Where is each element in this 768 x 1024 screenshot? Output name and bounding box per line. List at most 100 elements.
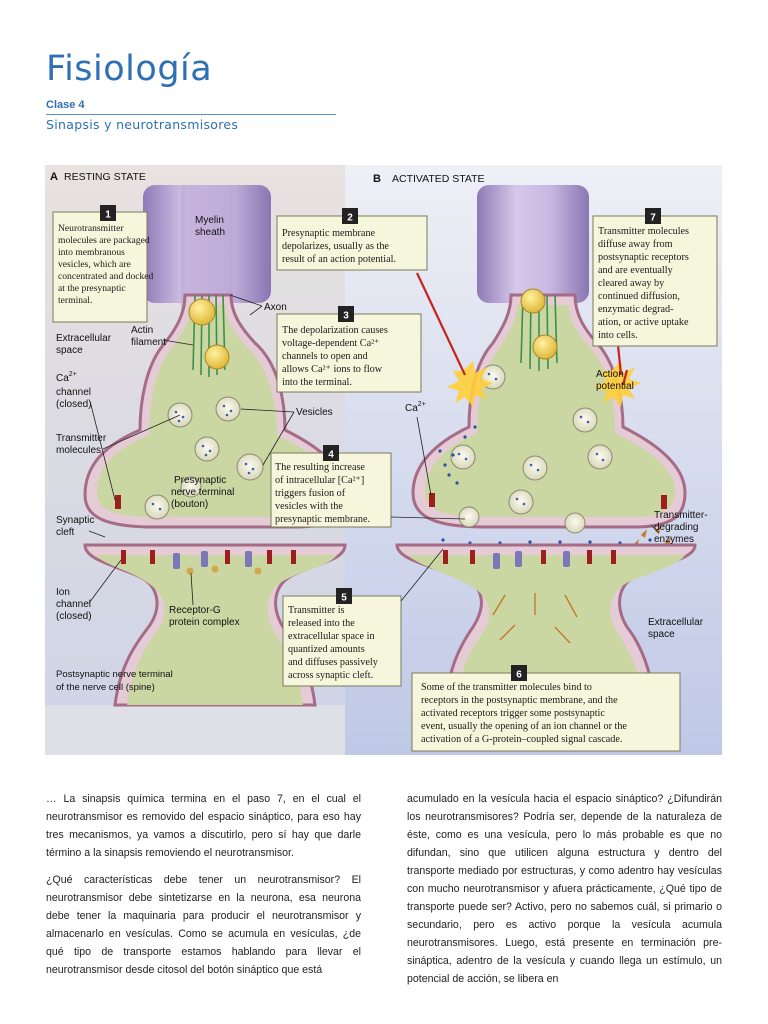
callout-1-line: concentrated and docked: [58, 271, 154, 282]
label-degrading: degrading: [654, 522, 698, 533]
callout-5-line: and diffuses passively: [288, 657, 379, 668]
callout-4: 4 The resulting increase of intracellula…: [270, 445, 466, 528]
label-actin: Actin: [131, 325, 153, 336]
label-space-a: space: [56, 345, 83, 356]
synapse-diagram: A RESTING STATE B ACTIVATED STATE: [45, 165, 722, 755]
callout-3: 3 The depolarization causes voltage-depe…: [276, 306, 422, 393]
callout-1-number: 1: [105, 210, 111, 221]
panel-b-letter: B: [373, 173, 381, 185]
label-synaptic: Synaptic: [56, 515, 94, 526]
page-subtitle: Sinapsis y neurotransmisores: [46, 117, 239, 132]
callout-3-line: voltage-dependent Ca²⁺: [282, 338, 380, 349]
label-presynaptic: Presynaptic: [174, 475, 226, 486]
page-title: Fisiología: [46, 49, 213, 89]
label-filament: filament: [131, 337, 166, 348]
callout-7-line: continued diffusion,: [598, 291, 680, 302]
label-postsynaptic-terminal: Postsynaptic nerve terminal: [56, 669, 173, 680]
callout-7-line: Transmitter molecules: [598, 226, 689, 237]
body-paragraph: acumulado en la vesícula hacia el espaci…: [407, 793, 722, 985]
callout-5-line: Transmitter is: [288, 605, 345, 616]
panel-a-letter: A: [50, 171, 58, 183]
callout-6-line: Some of the transmitter molecules bind t…: [421, 682, 592, 693]
label-cleft: cleft: [56, 527, 75, 538]
label-molecules: molecules: [56, 445, 101, 456]
callout-6-line: receptors in the postsynaptic membrane, …: [421, 695, 618, 706]
callout-6: 6 Some of the transmitter molecules bind…: [411, 665, 681, 752]
action-potential-flash-right: [595, 361, 641, 407]
synapse-figure: A RESTING STATE B ACTIVATED STATE: [45, 165, 722, 755]
panel-b-title: ACTIVATED STATE: [392, 173, 485, 185]
body-paragraph: … La sinapsis química termina en el paso…: [46, 793, 361, 859]
callout-3-line: The depolarization causes: [282, 325, 388, 336]
header-divider: [46, 114, 336, 115]
label-ca-channel-2: channel: [56, 387, 91, 398]
callout-4-line: triggers fusion of: [275, 488, 346, 499]
label-ion-closed: (closed): [56, 611, 92, 622]
callout-5-line: extracellular space in: [288, 631, 375, 642]
callout-5-line: quantized amounts: [288, 644, 365, 655]
label-receptor-g: Receptor-G: [169, 605, 221, 616]
label-ion: Ion: [56, 587, 70, 598]
body-paragraph: ¿Qué características debe tener un neuro…: [46, 874, 361, 976]
body-right-column: acumulado en la vesícula hacia el espaci…: [407, 790, 722, 997]
callout-7-line: and are eventually: [598, 265, 674, 276]
callout-1-line: vesicles, which are: [58, 259, 131, 270]
label-protein-complex: protein complex: [169, 617, 240, 628]
label-enzymes: enzymes: [654, 534, 694, 545]
callout-2-number: 2: [347, 213, 353, 224]
label-extracellular-a: Extracellular: [56, 333, 112, 344]
callout-1-line: into membranous: [58, 247, 125, 258]
callout-4-line: presynaptic membrane.: [275, 514, 370, 525]
action-potential-flash-left: [447, 361, 493, 407]
callout-7-line: diffuse away from: [598, 239, 673, 250]
callout-1-line: Neurotransmitter: [58, 223, 124, 234]
callout-2-line: depolarizes, usually as the: [282, 241, 389, 252]
page-header: Fisiología Clase 4 Sinapsis y neurotrans…: [46, 52, 336, 132]
callout-7-number: 7: [650, 213, 656, 224]
label-ion-channel: channel: [56, 599, 91, 610]
callout-6-number: 6: [516, 670, 522, 681]
label-nerve-terminal: nerve terminal: [171, 487, 234, 498]
label-transmitter-degrading: Transmitter-: [654, 510, 708, 521]
label-bouton: (bouton): [171, 499, 208, 510]
callout-3-line: allows Ca²⁺ ions to flow: [282, 364, 383, 375]
myelin-sheath-b: [477, 185, 589, 303]
callout-1: 1 Neurotransmitter molecules are package…: [52, 205, 154, 323]
callout-7-line: postsynaptic receptors: [598, 252, 689, 263]
label-ca-channel: Ca2+: [56, 371, 77, 384]
callout-5-number: 5: [341, 593, 347, 604]
label-sheath: sheath: [195, 227, 225, 238]
label-potential: potential: [596, 381, 634, 392]
label-space-b: space: [648, 629, 675, 640]
callout-3-number: 3: [343, 311, 349, 322]
callout-6-line: event, usually the opening of an ion cha…: [421, 721, 627, 732]
callout-1-line: molecules are packaged: [58, 235, 150, 246]
callout-1-line: at the presynaptic: [58, 283, 126, 294]
callout-3-line: channels to open and: [282, 351, 368, 362]
callout-7-line: ation, or active uptake: [598, 317, 689, 328]
label-transmitter: Transmitter: [56, 433, 107, 444]
callout-4-line: vesicles with the: [275, 501, 343, 512]
callout-1-line: terminal.: [58, 295, 92, 306]
label-vesicles: Vesicles: [296, 407, 333, 418]
panel-b-synapse: [395, 185, 697, 707]
label-ca-b: Ca2+: [405, 401, 426, 414]
label-extracellular-b: Extracellular: [648, 617, 704, 628]
callout-7-line: enzymatic degrad-: [598, 304, 674, 315]
callout-2-line: result of an action potential.: [282, 254, 396, 265]
label-axon: Axon: [264, 302, 287, 313]
body-left-column: … La sinapsis química termina en el paso…: [46, 790, 361, 988]
panel-a-title: RESTING STATE: [64, 171, 146, 183]
label-myelin: Myelin: [195, 215, 224, 226]
callout-7-line: into cells.: [598, 330, 638, 341]
label-action: Action: [596, 369, 624, 380]
callout-2: 2 Presynaptic membrane depolarizes, usua…: [276, 208, 428, 271]
callout-7-line: cleared away by: [598, 278, 665, 289]
callout-2-line: Presynaptic membrane: [282, 228, 376, 239]
callout-5-line: released into the: [288, 618, 355, 629]
callout-5: 5 Transmitter is released into the extra…: [282, 548, 444, 687]
callout-4-number: 4: [328, 450, 334, 461]
callout-6-line: activated receptors trigger some postsyn…: [421, 708, 605, 719]
label-ca-channel-3: (closed): [56, 399, 92, 410]
callout-3-line: into the terminal.: [282, 377, 352, 388]
